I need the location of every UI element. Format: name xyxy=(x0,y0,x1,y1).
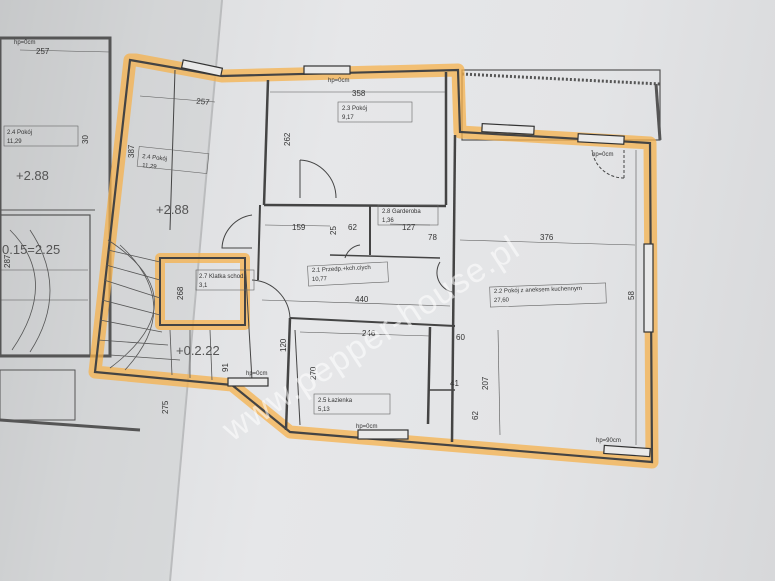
dim-257b: 257 xyxy=(196,97,211,107)
room-labels: 2.4 Pokój 11,29 2.4 Pokój 11,29 2.3 Pokó… xyxy=(3,101,607,415)
svg-text:5,13: 5,13 xyxy=(318,407,330,413)
dim-268: 268 xyxy=(176,286,185,300)
level-hp90: hp=90cm xyxy=(596,438,621,444)
dim-127: 127 xyxy=(402,223,416,232)
dim-287: 287 xyxy=(3,254,12,268)
dim-58: 58 xyxy=(627,291,636,300)
svg-text:10,77: 10,77 xyxy=(312,276,328,283)
windows xyxy=(180,59,654,458)
dim-25: 25 xyxy=(329,226,338,235)
level-hp0-stair: hp=0cm xyxy=(246,371,268,377)
dim-207: 207 xyxy=(481,376,490,390)
room-label-2.3: 2.3 Pokój 9,17 xyxy=(337,101,413,123)
neighbor-apartment xyxy=(0,36,141,432)
svg-text:11,29: 11,29 xyxy=(7,139,22,145)
dim-275: 275 xyxy=(161,400,170,414)
dim-440: 440 xyxy=(355,295,369,304)
dim-376: 376 xyxy=(540,233,554,242)
dimension-labels: 257 257 358 376 440 246 159 62 127 78 60… xyxy=(3,47,636,420)
svg-text:27,60: 27,60 xyxy=(494,297,510,304)
level-288: +2.88 xyxy=(156,202,189,217)
level-hp0-right: hp=0cm xyxy=(592,152,614,158)
dim-159: 159 xyxy=(292,223,306,232)
level-markers: hp=0cm hp=0cm hp=0cm hp=0cm hp=0cm hp=90… xyxy=(2,40,621,444)
staircase xyxy=(97,239,213,381)
dim-387: 387 xyxy=(127,144,136,158)
dim-60: 60 xyxy=(456,333,465,342)
dim-62b: 62 xyxy=(471,411,480,420)
svg-text:2.5 Łazienka: 2.5 Łazienka xyxy=(318,398,353,404)
dim-41: 41 xyxy=(450,379,459,388)
dim-257a: 257 xyxy=(36,47,50,56)
dim-358: 358 xyxy=(352,89,366,98)
svg-text:2.2 Pokój z aneksem kuchennym: 2.2 Pokój z aneksem kuchennym xyxy=(494,286,582,295)
level-hp0-bath: hp=0cm xyxy=(356,424,378,430)
dim-246: 246 xyxy=(362,329,376,338)
room-label-2.5: 2.5 Łazienka 5,13 xyxy=(313,393,391,415)
svg-text:9,17: 9,17 xyxy=(342,115,354,121)
dim-262: 262 xyxy=(283,132,292,146)
dim-62: 62 xyxy=(348,223,357,232)
svg-text:11,29: 11,29 xyxy=(142,163,158,171)
svg-text:1,36: 1,36 xyxy=(382,218,394,224)
svg-text:2.4 Pokój: 2.4 Pokój xyxy=(142,154,168,163)
dim-91: 91 xyxy=(221,363,230,372)
room-label-2.7: 2.7 Klatka schod. 3,1 xyxy=(195,269,255,291)
paper-fold-line xyxy=(169,0,223,581)
svg-text:3,1: 3,1 xyxy=(199,283,208,289)
dim-30: 30 xyxy=(81,135,90,144)
svg-text:2.8 Garderoba: 2.8 Garderoba xyxy=(382,209,421,215)
level-hp0-left: hp=0cm xyxy=(14,40,36,46)
svg-text:2.7 Klatka schod.: 2.7 Klatka schod. xyxy=(199,274,245,280)
room-label-2.4-left: 2.4 Pokój 11,29 xyxy=(3,125,79,147)
room-label-2.2: 2.2 Pokój z aneksem kuchennym 27,60 xyxy=(489,282,607,308)
level-222: +0.2.22 xyxy=(176,343,220,358)
level-225: 0.15=2.25 xyxy=(2,242,60,257)
level-hp0-top: hp=0cm xyxy=(328,78,350,84)
door-swings xyxy=(221,149,625,319)
dim-270: 270 xyxy=(309,366,318,380)
room-label-2.1: 2.1 Przedp.+kch.ciych 10,77 xyxy=(307,261,389,287)
level-288-left: +2.88 xyxy=(16,168,49,183)
dim-78: 78 xyxy=(428,233,437,242)
dim-120: 120 xyxy=(279,338,288,352)
svg-text:2.3 Pokój: 2.3 Pokój xyxy=(342,106,367,112)
svg-text:2.1 Przedp.+kch.ciych: 2.1 Przedp.+kch.ciych xyxy=(312,265,371,274)
dimension-lines xyxy=(19,49,637,445)
room-label-2.4: 2.4 Pokój 11,29 xyxy=(136,146,210,174)
room-label-2.8: 2.8 Garderoba 1,36 xyxy=(377,204,439,226)
svg-text:2.4 Pokój: 2.4 Pokój xyxy=(7,130,32,136)
